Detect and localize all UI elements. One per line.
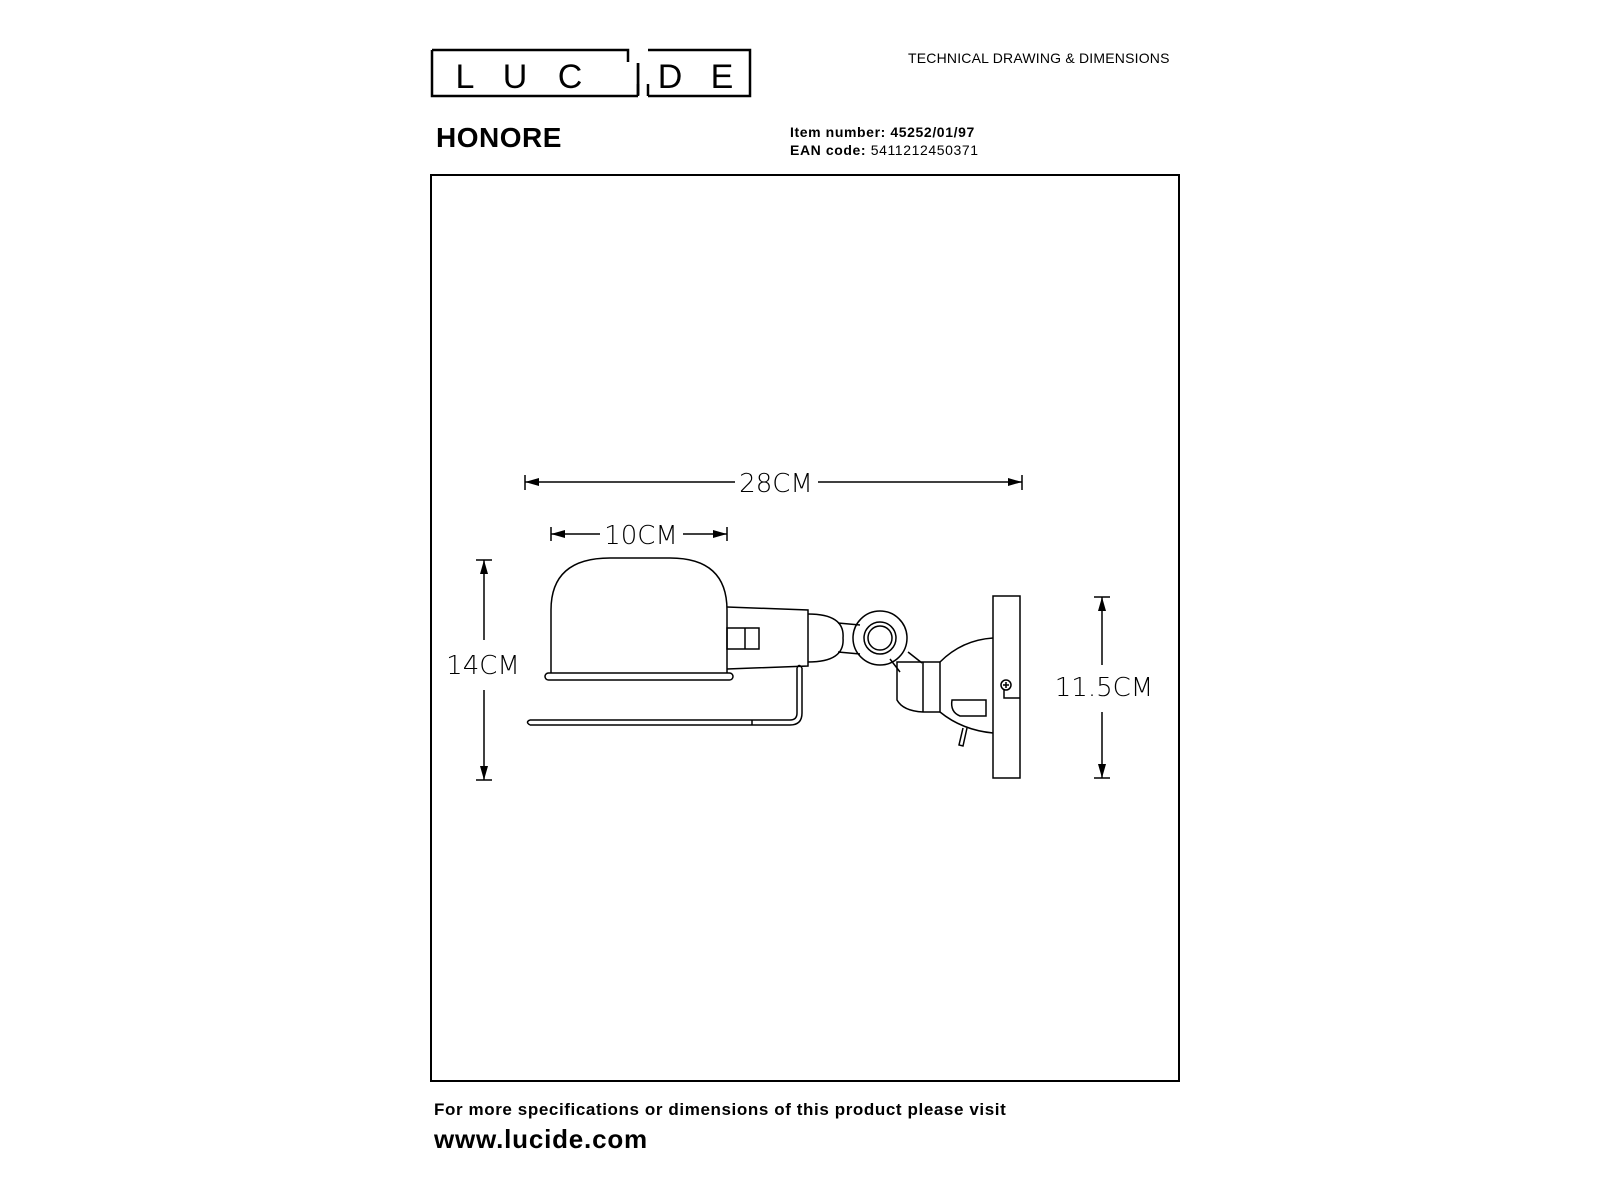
product-name: HONORE <box>436 122 562 153</box>
svg-text:E: E <box>711 58 734 96</box>
shade-rim <box>544 672 734 681</box>
dim-height: 14CM <box>446 651 520 681</box>
item-number-label: Item number: <box>790 124 886 140</box>
footer-note: For more specifications or dimensions of… <box>434 1100 1007 1119</box>
joint <box>852 610 908 666</box>
ean-value: 5411212450371 <box>870 142 979 158</box>
svg-text:U: U <box>503 58 528 96</box>
wall-plate <box>992 595 1021 779</box>
drawing-frame <box>430 174 1180 1082</box>
item-number-value: 45252/01/97 <box>890 124 975 140</box>
website-link[interactable]: www.lucide.com <box>434 1124 648 1154</box>
lower-socket <box>896 661 941 713</box>
lamp-shade <box>550 557 728 673</box>
svg-text:L: L <box>456 58 475 96</box>
svg-text:C: C <box>558 58 583 96</box>
item-info: Item number: 45252/01/97 EAN code: 54112… <box>790 123 979 159</box>
screw-icon <box>1000 679 1012 691</box>
svg-text:|: | <box>634 58 643 96</box>
neck <box>726 606 809 670</box>
dim-plate-height: 11.5CM <box>1055 673 1153 703</box>
document-subtitle: TECHNICAL DRAWING & DIMENSIONS <box>908 50 1170 66</box>
dim-total-width: 28CM <box>739 469 813 499</box>
svg-text:D: D <box>658 58 683 96</box>
dim-shade-width: 10CM <box>604 521 678 551</box>
knuckle <box>807 613 844 663</box>
switch-rod <box>526 664 803 726</box>
ean-label: EAN code: <box>790 142 867 158</box>
